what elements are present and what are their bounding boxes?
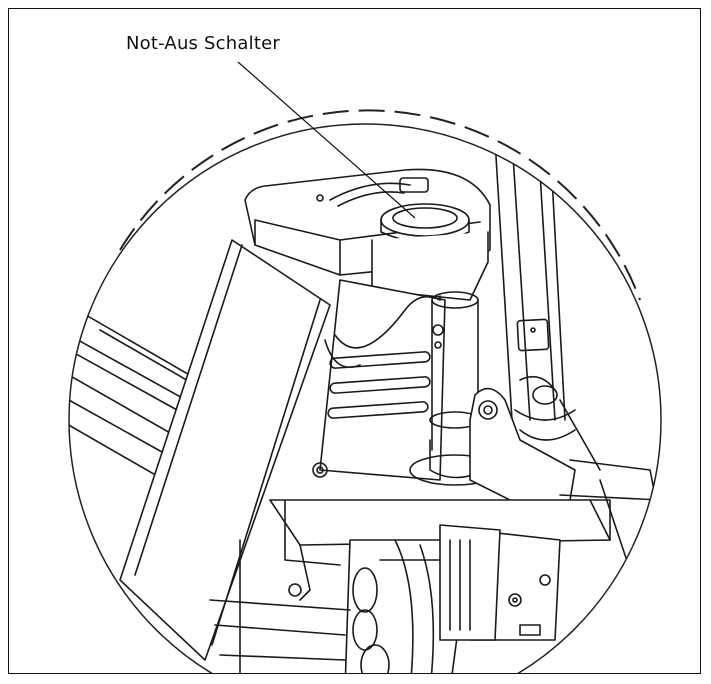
emergency-stop-label: Not-Aus Schalter [126, 33, 280, 54]
tiller-pivot [469, 375, 601, 506]
callout-leader-line [237, 61, 416, 219]
rear-plate [319, 279, 446, 481]
chassis-base [269, 462, 611, 601]
detail-circle [68, 123, 662, 673]
lower-left-frame [209, 539, 351, 673]
detail-circle-dashed [119, 109, 641, 301]
side-cover-panel [119, 239, 331, 661]
tiller-arm [494, 139, 566, 421]
drive-gear-assembly [344, 539, 471, 673]
motor-block [439, 524, 561, 641]
